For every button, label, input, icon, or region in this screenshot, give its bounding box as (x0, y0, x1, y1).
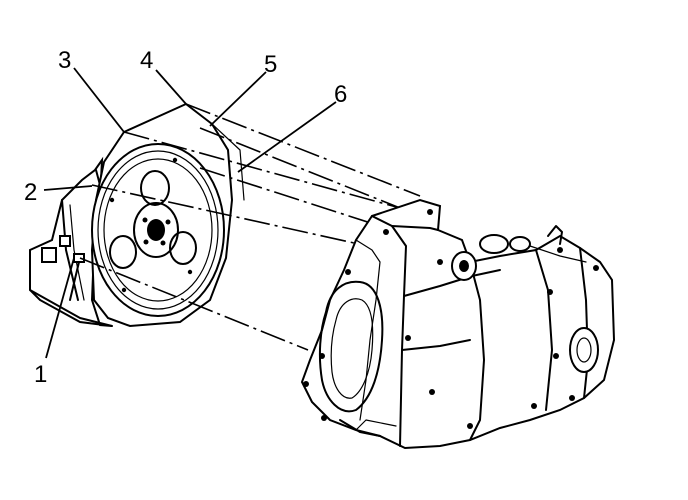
transaxle-assembly (300, 198, 616, 450)
callout-leaders (43, 67, 337, 359)
callout-6: 6 (334, 81, 347, 108)
callout-2: 2 (24, 179, 37, 206)
callout-5: 5 (264, 51, 277, 78)
engine-block (29, 156, 113, 327)
callout-3: 3 (58, 47, 71, 74)
callout-1: 1 (34, 361, 47, 388)
callout-4: 4 (140, 47, 153, 74)
flexplate (91, 143, 225, 317)
